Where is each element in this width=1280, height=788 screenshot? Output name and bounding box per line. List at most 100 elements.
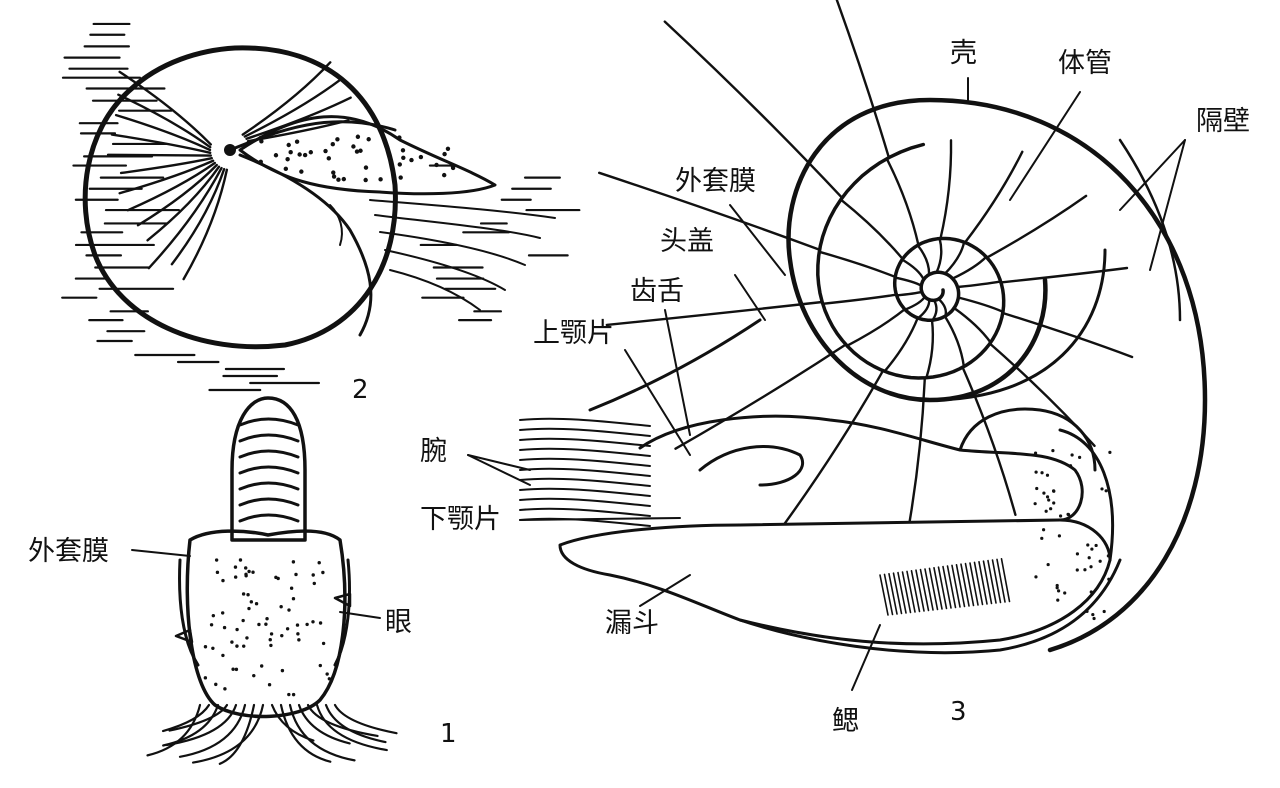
hood-dot bbox=[299, 169, 304, 174]
shell-band bbox=[238, 465, 300, 475]
body-dot bbox=[234, 667, 239, 672]
septum-line bbox=[1001, 311, 1134, 359]
hood-dot bbox=[308, 150, 314, 155]
hood-dot bbox=[384, 144, 389, 149]
tentacle bbox=[279, 703, 332, 763]
tissue-dot bbox=[1045, 473, 1050, 477]
tissue-dot bbox=[1057, 534, 1062, 538]
body-dot bbox=[325, 672, 329, 676]
septum-line bbox=[883, 316, 919, 373]
hood-dot bbox=[400, 148, 406, 153]
body-dot bbox=[242, 644, 246, 648]
label-siphuncle: 体管 bbox=[1058, 48, 1112, 79]
tissue-dots bbox=[1033, 449, 1112, 621]
body-dot bbox=[267, 682, 272, 687]
arm bbox=[519, 417, 651, 427]
hood-dot bbox=[397, 135, 402, 140]
tissue-dot bbox=[1051, 449, 1055, 453]
growth-line bbox=[170, 167, 226, 266]
gill-lamella bbox=[915, 569, 925, 612]
tissue-dot bbox=[1063, 591, 1067, 595]
septum-line bbox=[782, 369, 885, 526]
hood-dot bbox=[441, 172, 447, 178]
figure-3-labels: 壳 体管 隔壁 外套膜 头盖 齿舌 上颚片 腕 下颚片 漏斗 鳃 3 bbox=[420, 38, 1250, 737]
septum-line bbox=[893, 276, 923, 287]
tissue-dot bbox=[1107, 577, 1111, 581]
tissue-dot bbox=[1102, 609, 1106, 614]
shell-bands bbox=[238, 417, 300, 523]
gill-lamella bbox=[910, 569, 921, 613]
label-gill: 鳃 bbox=[832, 706, 859, 737]
hood-dot bbox=[323, 148, 328, 154]
gill-lamella bbox=[897, 571, 907, 614]
body-dot bbox=[264, 622, 268, 626]
leader-outer-mantle-fig1 bbox=[131, 549, 191, 557]
hood-dot bbox=[258, 135, 263, 141]
body-dot bbox=[230, 640, 234, 644]
tentacle bbox=[165, 703, 238, 747]
body-dot bbox=[203, 676, 208, 680]
figure-2-number: 2 bbox=[352, 375, 369, 405]
tissue-dot bbox=[1075, 568, 1079, 572]
figure-3-number: 3 bbox=[950, 697, 967, 727]
septum-line bbox=[663, 20, 844, 199]
hood-dot bbox=[397, 162, 402, 167]
shell-band bbox=[238, 481, 300, 491]
figure-2-shell bbox=[82, 45, 398, 350]
hood-dot bbox=[330, 141, 335, 147]
hood-dot bbox=[398, 175, 403, 180]
tissue-dot bbox=[1104, 489, 1108, 493]
gill-lamella bbox=[946, 565, 957, 609]
tentacle bbox=[333, 703, 398, 735]
body-dot bbox=[294, 572, 298, 577]
gill-lamella bbox=[919, 568, 930, 612]
gill-lamella bbox=[996, 558, 1006, 603]
tissue-dot bbox=[1066, 512, 1070, 516]
hood-dot bbox=[418, 154, 424, 160]
figure-3-arms bbox=[519, 417, 651, 527]
gill-lamella bbox=[942, 565, 952, 609]
figure-2-live-nautilus: 2 bbox=[61, 22, 581, 405]
gill-lamellae bbox=[879, 557, 1011, 616]
tissue-dot bbox=[1068, 464, 1073, 468]
septum-line bbox=[901, 258, 925, 281]
hood-dot bbox=[363, 165, 369, 170]
tissue-dot bbox=[1070, 453, 1074, 457]
body-dot bbox=[280, 668, 285, 673]
hood-dot bbox=[341, 176, 347, 182]
hood-dot bbox=[409, 157, 414, 163]
hood-dot bbox=[378, 177, 383, 182]
tissue-dot bbox=[1106, 554, 1110, 558]
hood-dot bbox=[442, 151, 447, 157]
hood-dot bbox=[259, 139, 264, 144]
body-dot bbox=[311, 573, 315, 577]
body-dot bbox=[235, 644, 239, 648]
body-dot bbox=[244, 572, 248, 576]
septum-line bbox=[885, 157, 920, 247]
body-dot bbox=[251, 570, 255, 574]
tissue-dot bbox=[1044, 509, 1048, 513]
body-dot bbox=[211, 646, 215, 650]
gill-lamella bbox=[937, 566, 948, 610]
figure-3-section: 壳 体管 隔壁 外套膜 头盖 齿舌 上颚片 腕 下颚片 漏斗 鳃 3 bbox=[420, 0, 1250, 737]
body-dot bbox=[221, 653, 225, 658]
body-dot bbox=[297, 638, 301, 642]
tissue-dot bbox=[1033, 451, 1038, 455]
body-dot bbox=[312, 581, 316, 586]
body-dot bbox=[291, 560, 296, 564]
arm bbox=[519, 437, 651, 447]
body-dot bbox=[249, 600, 254, 604]
tissue-dot bbox=[1052, 489, 1056, 493]
hood-dot bbox=[354, 149, 360, 154]
body-dot bbox=[285, 627, 290, 631]
tissue-dot bbox=[1034, 575, 1038, 579]
body-dot bbox=[295, 623, 300, 627]
figure-2-tentacles bbox=[329, 199, 556, 311]
septum-line bbox=[931, 299, 938, 322]
hood-dot bbox=[286, 142, 291, 148]
tentacle bbox=[146, 703, 202, 757]
hood-dot bbox=[335, 137, 340, 142]
septum-line bbox=[956, 280, 1002, 289]
growth-line bbox=[241, 61, 332, 136]
figure-2-hood bbox=[238, 115, 497, 196]
